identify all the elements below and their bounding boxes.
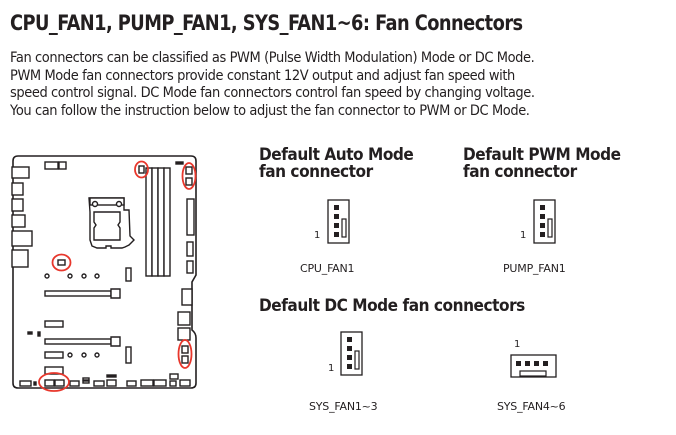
heading-line: fan connector xyxy=(463,162,577,181)
pin1-label: 1 xyxy=(514,339,521,350)
highlight-sys-fan-right xyxy=(177,339,193,369)
highlight-markers xyxy=(38,160,197,392)
pump-fan1-connector-icon xyxy=(533,199,556,244)
heading-line: Default PWM Mode xyxy=(463,145,621,164)
cpu-fan1-label: CPU_FAN1 xyxy=(300,262,355,275)
description-paragraph: Fan connectors can be classified as PWM … xyxy=(10,50,662,120)
description-line: Fan connectors can be classified as PWM … xyxy=(10,50,535,66)
description-line: You can follow the instruction below to … xyxy=(10,102,530,119)
description-line: speed control signal. DC Mode fan connec… xyxy=(10,85,535,102)
board-components xyxy=(11,161,195,387)
pin1-label: 1 xyxy=(520,230,527,241)
sys-fan1-3-label: SYS_FAN1~3 xyxy=(309,400,378,413)
pin1-label: 1 xyxy=(328,363,335,374)
sys-fan1-3-connector-icon xyxy=(340,331,363,376)
sys-fan4-6-connector-icon xyxy=(510,354,557,378)
pin1-label: 1 xyxy=(314,230,321,241)
heading-line: fan connector xyxy=(259,162,373,181)
auto-mode-heading: Default Auto Mode fan connector xyxy=(259,145,414,181)
description-line: PWM Mode fan connectors provide constant… xyxy=(10,67,515,84)
highlight-sys-fan-top-right xyxy=(181,162,197,190)
highlight-cpu-fan xyxy=(51,253,72,272)
sys-fan4-6-label: SYS_FAN4~6 xyxy=(497,400,566,413)
dc-mode-heading: Default DC Mode fan connectors xyxy=(259,296,525,315)
pump-fan1-label: PUMP_FAN1 xyxy=(503,262,566,275)
heading-line: Default Auto Mode xyxy=(259,145,414,164)
section-title: CPU_FAN1, PUMP_FAN1, SYS_FAN1~6: Fan Con… xyxy=(10,11,523,36)
highlight-pump-fan xyxy=(134,160,149,179)
pwm-mode-heading: Default PWM Mode fan connector xyxy=(463,146,621,180)
cpu-fan1-connector-icon xyxy=(327,199,350,244)
highlight-sys-fan-bottom xyxy=(38,372,70,392)
